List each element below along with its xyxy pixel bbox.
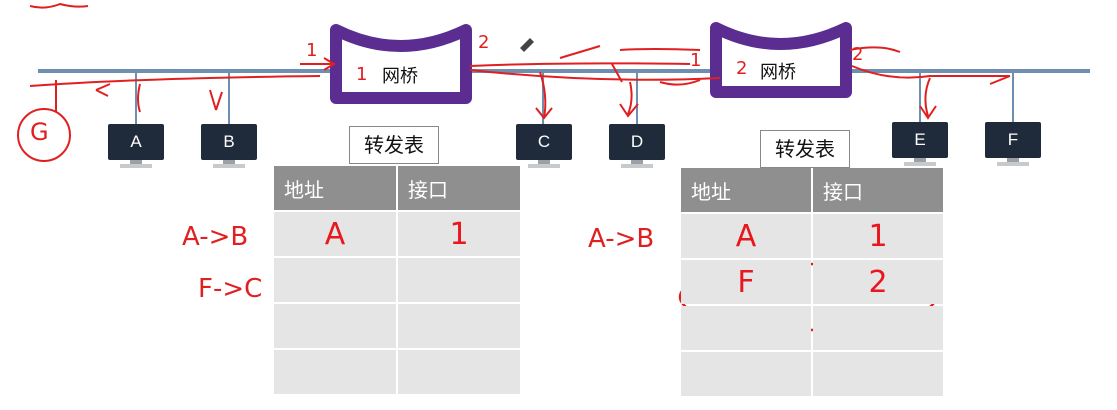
host-g-circle: [17, 108, 71, 162]
forwarding-table-1: 地址 接口 A 1: [272, 164, 522, 396]
table-1-cell: [274, 258, 396, 302]
host-e[interactable]: E: [892, 122, 948, 168]
bridge-1-port-right: 2: [478, 32, 490, 53]
pen-cursor-icon: [520, 38, 534, 52]
bridge-2-label: 网桥: [760, 62, 796, 83]
host-c-label: C: [516, 124, 572, 160]
scribble-mark: [29, 2, 89, 9]
table-2-header-port: 接口: [813, 168, 943, 212]
bridge-1-port-left: 1: [306, 40, 318, 61]
table-1-cell: [398, 258, 520, 302]
table-2-header-address: 地址: [681, 168, 811, 212]
table-1-header-address: 地址: [274, 166, 396, 210]
table-1-cell: [274, 304, 396, 348]
table-1-annotation-2: F->C: [198, 274, 263, 304]
host-a-label: A: [108, 124, 164, 160]
table-2-cell: [681, 306, 811, 350]
table-1-header-port: 接口: [398, 166, 520, 210]
host-d-label: D: [609, 124, 665, 160]
table-1-cell: [398, 350, 520, 394]
table-1-title: 转发表: [349, 126, 439, 164]
host-f-label: F: [985, 122, 1041, 158]
host-a[interactable]: A: [108, 124, 164, 170]
table-row: A 1: [681, 214, 943, 258]
table-row: [681, 306, 943, 350]
table-2-cell: 1: [813, 214, 943, 258]
table-row: A 1: [274, 212, 520, 256]
bridge-2-port-right: 2: [852, 44, 864, 65]
bridge-2-mark: 2: [736, 58, 748, 79]
bridge-1-label: 网桥: [382, 66, 418, 87]
bridge-1-mark: 1: [356, 64, 368, 85]
table-row: [274, 304, 520, 348]
table-2-cell: [813, 306, 943, 350]
table-2-cell: [681, 352, 811, 396]
host-b[interactable]: B: [201, 124, 257, 170]
table-1-annotation-1: A->B: [182, 222, 249, 252]
table-1-cell: 1: [398, 212, 520, 256]
table-2-cell: 2: [813, 260, 943, 304]
table-1-cell: [274, 350, 396, 394]
host-g-label: G: [30, 118, 49, 146]
bridge-1-shape: [330, 24, 472, 104]
host-e-label: E: [892, 122, 948, 158]
table-2-cell: A: [681, 214, 811, 258]
table-row: [274, 258, 520, 302]
table-2-annotation-1: A->B: [588, 224, 655, 254]
bridge-2-port-left: 1: [690, 50, 702, 71]
host-b-label: B: [201, 124, 257, 160]
table-2-cell: [813, 352, 943, 396]
table-2-title: 转发表: [760, 130, 850, 168]
table-1-cell: [398, 304, 520, 348]
table-2-cell: F: [681, 260, 811, 304]
host-f[interactable]: F: [985, 122, 1041, 168]
forwarding-table-2: 地址 接口 A 1 F 2: [679, 166, 945, 398]
table-row: F 2: [681, 260, 943, 304]
table-1-cell: A: [274, 212, 396, 256]
host-c[interactable]: C: [516, 124, 572, 170]
handwritten-arrows: [29, 45, 1011, 120]
host-d[interactable]: D: [609, 124, 665, 170]
table-row: [681, 352, 943, 396]
bridge-2-shape: [710, 22, 852, 98]
table-row: [274, 350, 520, 394]
network-bus: [38, 69, 1090, 73]
